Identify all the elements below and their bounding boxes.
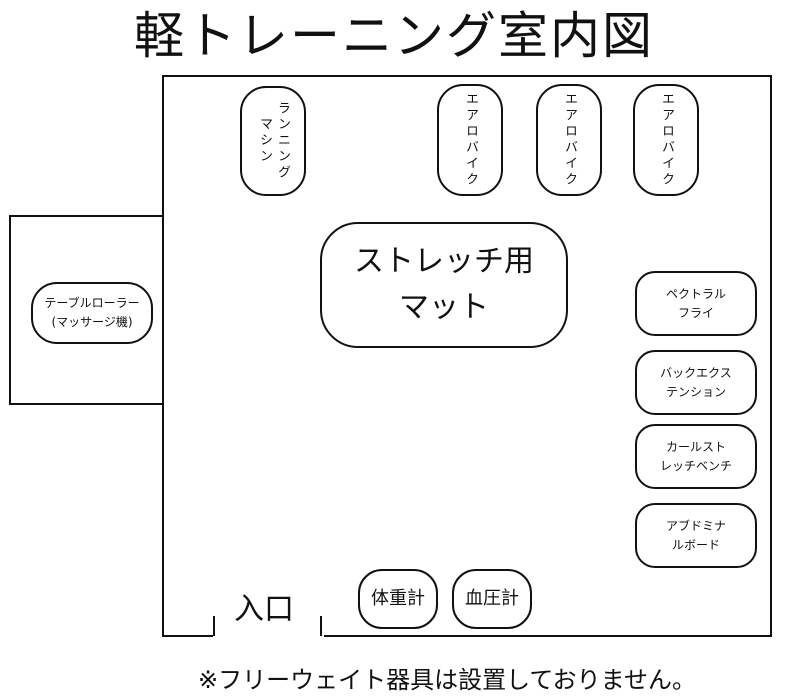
aerobike-1-label: エアロバイク bbox=[463, 92, 478, 188]
back-extension: バックエクス テンション bbox=[635, 350, 757, 415]
weight-scale-label: 体重計 bbox=[371, 588, 425, 610]
abdominal-board: アブドミナ ルボード bbox=[635, 503, 757, 568]
entrance-gap bbox=[213, 611, 324, 641]
aerobike-3: エアロバイク bbox=[633, 84, 699, 196]
aerobike-1: エアロバイク bbox=[437, 84, 503, 196]
abdominal-board-label: アブドミナ ルボード bbox=[665, 518, 726, 552]
blood-pressure-monitor-label: 血圧計 bbox=[465, 588, 519, 610]
curl-stretch-bench-label: カールスト レッチベンチ bbox=[659, 439, 732, 473]
stretch-mat: ストレッチ用 マット bbox=[320, 222, 568, 348]
floor-plan-title: 軽トレーニング室内図 bbox=[134, 7, 654, 65]
entrance-marker-left bbox=[213, 616, 215, 636]
pectoral-fly: ペクトラル フライ bbox=[635, 271, 757, 336]
weight-scale: 体重計 bbox=[358, 569, 438, 629]
blood-pressure-monitor: 血圧計 bbox=[452, 569, 532, 629]
running-machine-label: ランニング マシン bbox=[257, 101, 290, 181]
back-extension-label: バックエクス テンション bbox=[660, 365, 732, 399]
aerobike-2: エアロバイク bbox=[536, 84, 602, 196]
aerobike-3-label: エアロバイク bbox=[659, 92, 674, 188]
entrance-marker-right bbox=[320, 616, 322, 636]
table-roller: テーブルローラー (マッサージ機) bbox=[31, 282, 153, 344]
running-machine: ランニング マシン bbox=[240, 86, 306, 196]
table-roller-label: テーブルローラー (マッサージ機) bbox=[44, 296, 140, 329]
aerobike-2-label: エアロバイク bbox=[562, 92, 577, 188]
stretch-mat-label: ストレッチ用 マット bbox=[354, 244, 534, 325]
footnote: ※フリーウェイト器具は設置しておりません。 bbox=[198, 666, 696, 694]
curl-stretch-bench: カールスト レッチベンチ bbox=[635, 424, 757, 489]
entrance-label: 入口 bbox=[234, 592, 294, 627]
pectoral-fly-label: ペクトラル フライ bbox=[665, 286, 726, 320]
